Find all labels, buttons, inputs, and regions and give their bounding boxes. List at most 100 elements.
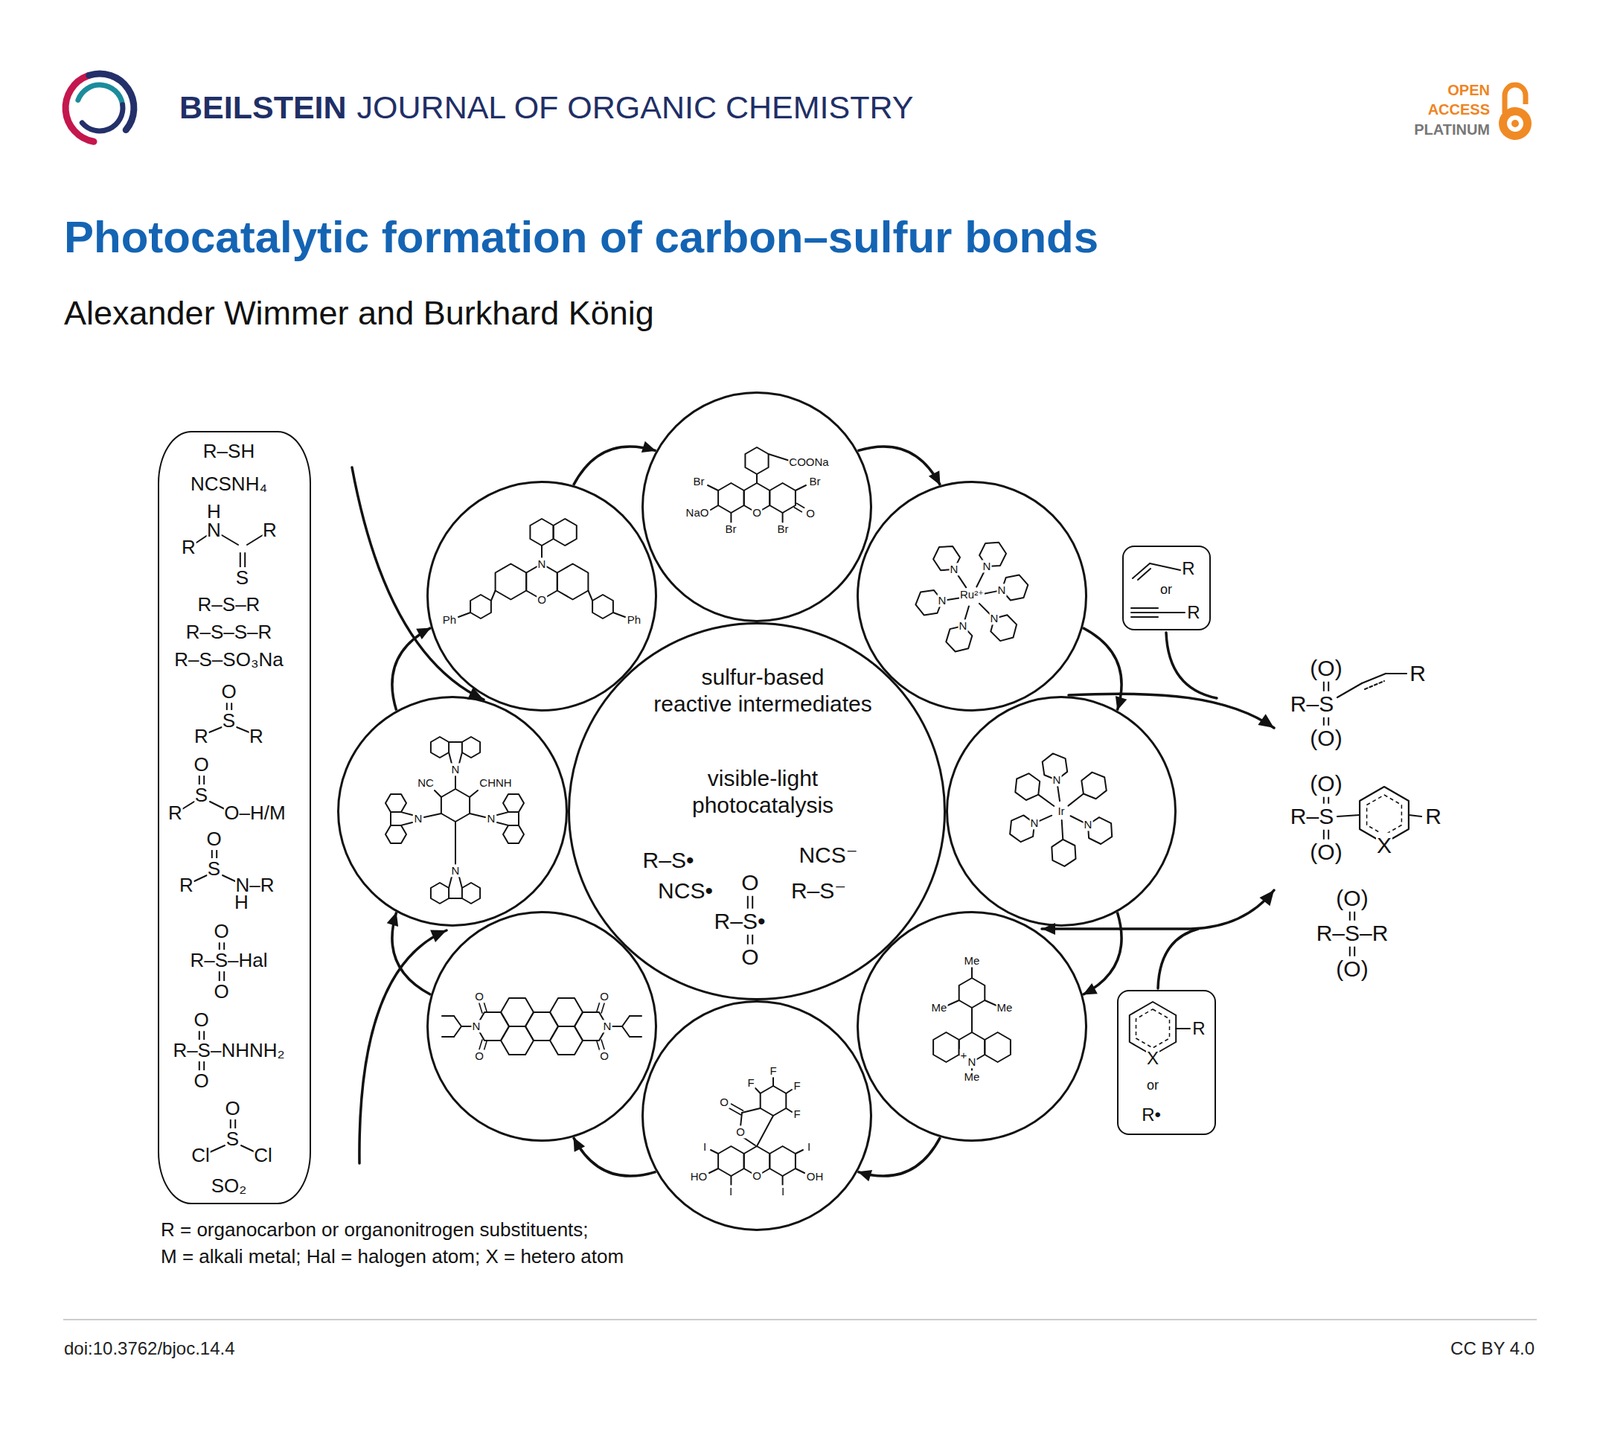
ring xyxy=(549,997,583,1027)
formula-text: S xyxy=(194,784,209,807)
formula-text: O xyxy=(192,753,210,777)
bond-line xyxy=(442,1015,454,1017)
arrowhead xyxy=(1115,695,1127,711)
bond-line xyxy=(469,790,478,798)
catalyst-circle: IrNNN xyxy=(945,695,1177,927)
product-formula: R–S xyxy=(1289,691,1335,718)
catalyst-circle: COONaBrBrNaOOOBrBr xyxy=(641,391,873,623)
formula-text: R xyxy=(180,536,197,559)
double-bond xyxy=(731,1103,744,1111)
formula-text: O xyxy=(192,1009,210,1032)
heading-text: visible-light photocatalysis xyxy=(691,765,835,819)
product-formula: R–S xyxy=(1289,803,1335,830)
formula-text: O xyxy=(224,1097,241,1120)
formula-text: R xyxy=(193,725,210,748)
atom-label: O xyxy=(751,1169,763,1182)
bond-line xyxy=(795,485,806,491)
atom-label: N xyxy=(982,559,992,573)
bond-line xyxy=(730,512,732,523)
atom-label: N xyxy=(997,583,1007,597)
bond-line xyxy=(1157,611,1185,614)
double-bond xyxy=(1353,945,1356,958)
journal-name: BEILSTEIN xyxy=(178,89,348,126)
catalyst-circle: NNCCHNHNNN xyxy=(337,695,568,927)
formula-text: R–S• xyxy=(713,908,767,935)
bond-line xyxy=(755,1088,761,1094)
formula-text: NCSNH₄ xyxy=(189,473,268,496)
atom-label: Me xyxy=(963,1070,981,1083)
bond-line xyxy=(795,1149,803,1154)
atom-label: I xyxy=(780,1184,786,1198)
bond-line xyxy=(442,1035,454,1038)
atom-label: CHNH xyxy=(478,776,512,789)
formula-text: O xyxy=(205,828,222,851)
bond-line xyxy=(709,1168,719,1173)
formula-text: S xyxy=(225,1128,240,1151)
double-bond xyxy=(794,507,802,512)
ring xyxy=(385,825,407,844)
product-formula: R–S–R xyxy=(1315,920,1390,947)
atom-label: NC xyxy=(416,776,435,789)
ring xyxy=(553,518,577,546)
bond-line xyxy=(194,875,207,882)
ring xyxy=(500,1026,534,1055)
bond-line xyxy=(629,1035,642,1038)
footer-rule xyxy=(63,1318,1537,1321)
bond-line xyxy=(221,535,239,545)
atom-label: I xyxy=(702,1140,707,1153)
ring xyxy=(557,564,589,600)
bond-line xyxy=(459,876,463,888)
connector-line xyxy=(1082,912,1122,995)
formula-text: R xyxy=(1191,1018,1206,1039)
catalyst-circle: Ru²⁺NNNNNN xyxy=(856,480,1088,712)
formula-text: O xyxy=(740,944,760,971)
formula-text: R xyxy=(1186,602,1201,623)
substrate-box: RorR xyxy=(1122,545,1211,631)
formula-text: Cl xyxy=(190,1144,211,1167)
formula-text: or xyxy=(1146,1077,1160,1094)
bond-line xyxy=(740,1112,742,1127)
formula-text: R–S–S–R xyxy=(185,621,274,644)
bond-line xyxy=(209,727,222,733)
arrowhead xyxy=(641,441,657,453)
connector-line xyxy=(573,1137,657,1176)
double-bond xyxy=(1327,828,1330,840)
cycle-connector xyxy=(573,441,657,486)
bond-line xyxy=(434,790,442,798)
formula-text: O xyxy=(192,1070,210,1093)
atom-label: N xyxy=(1052,773,1062,786)
bond-line xyxy=(976,570,985,587)
bond-line xyxy=(1070,815,1084,823)
cycle-connector xyxy=(858,446,941,486)
atom-label: O xyxy=(805,506,816,520)
author-line: Alexander Wimmer and Burkhard König xyxy=(63,293,655,333)
bond-line xyxy=(497,811,509,815)
bond-line xyxy=(613,612,626,617)
formula-text: or xyxy=(1159,581,1173,598)
atom-label: F xyxy=(768,1064,777,1077)
double-bond xyxy=(1323,828,1325,840)
bond-line xyxy=(459,752,463,764)
bond-line xyxy=(1408,814,1422,817)
double-bond xyxy=(483,1001,487,1012)
ring xyxy=(503,794,524,812)
double-bond xyxy=(751,895,754,909)
bond-line xyxy=(629,1015,642,1017)
product-arrow xyxy=(1068,693,1275,728)
ring xyxy=(718,1146,745,1176)
bond-line xyxy=(782,1175,784,1186)
atom-label: O xyxy=(735,1125,746,1138)
open-access-badge: OPEN xyxy=(1446,81,1491,99)
atom-label: Ru²⁺ xyxy=(959,587,985,601)
product-arrow xyxy=(1166,632,1217,699)
atom-label: Me xyxy=(963,954,981,967)
bond-line xyxy=(247,535,263,545)
bond-line xyxy=(1038,815,1052,821)
bond-line xyxy=(458,612,471,617)
atom-label: O xyxy=(718,1095,730,1109)
formula-text: R–S–Hal xyxy=(189,949,268,972)
atom-label: Br xyxy=(692,474,706,488)
ring xyxy=(933,1032,960,1062)
product-formula: (O) xyxy=(1309,655,1343,682)
